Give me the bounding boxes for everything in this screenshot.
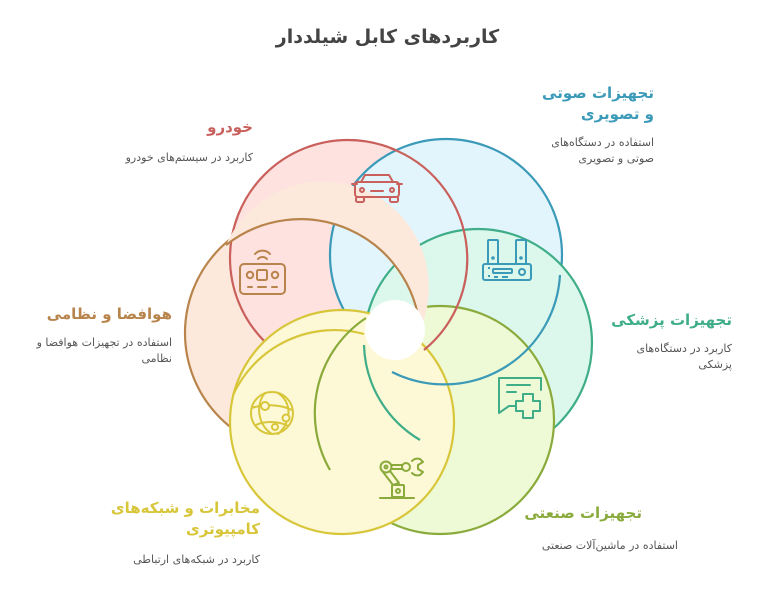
label-industrial: تجهیزات صنعتی استفاده در ماشین‌آلات صنعت… xyxy=(520,503,678,554)
aerospace-title: هوافضا و نظامی xyxy=(46,305,172,323)
industrial-title: تجهیزات صنعتی xyxy=(524,504,642,522)
aerospace-description: استفاده در تجهیزات هوافضا و نظامی xyxy=(36,336,172,365)
label-medical: تجهیزات پزشکی کاربرد در دستگاه‌های پزشکی xyxy=(600,310,732,373)
label-automotive: خودرو کاربرد در سیستم‌های خودرو xyxy=(96,117,253,166)
radio-controller-icon xyxy=(239,249,286,295)
automotive-description: کاربرد در سیستم‌های خودرو xyxy=(125,151,253,164)
network-globe-icon xyxy=(250,391,294,435)
medical-description: کاربرد در دستگاه‌های پزشکی xyxy=(636,342,732,371)
audio-video-title: تجهیزات صوتی و تصویری xyxy=(542,84,654,123)
label-aerospace: هوافضا و نظامی استفاده در تجهیزات هوافضا… xyxy=(14,304,172,367)
telecom-description: کاربرد در شبکه‌های ارتباطی xyxy=(133,553,260,566)
automotive-title: خودرو xyxy=(207,118,253,136)
telecom-title: مخابرات و شبکه‌های کامپیوتری xyxy=(110,499,260,538)
segment-telecom xyxy=(228,308,456,536)
label-audio-video: تجهیزات صوتی و تصویری استفاده در دستگاه‌… xyxy=(528,83,654,167)
audio-system-icon xyxy=(482,239,532,281)
diagram-title: کاربردهای کابل شیلددار xyxy=(275,26,500,48)
medical-chat-plus-icon xyxy=(498,377,542,419)
robot-arm-icon xyxy=(379,457,424,499)
audio-video-description: استفاده در دستگاه‌های صوتی و تصویری xyxy=(551,136,654,165)
medical-title: تجهیزات پزشکی xyxy=(611,311,732,329)
car-icon xyxy=(351,174,403,203)
industrial-description: استفاده در ماشین‌آلات صنعتی xyxy=(541,539,678,552)
label-telecom: مخابرات و شبکه‌های کامپیوتری کاربرد در ش… xyxy=(100,498,260,568)
